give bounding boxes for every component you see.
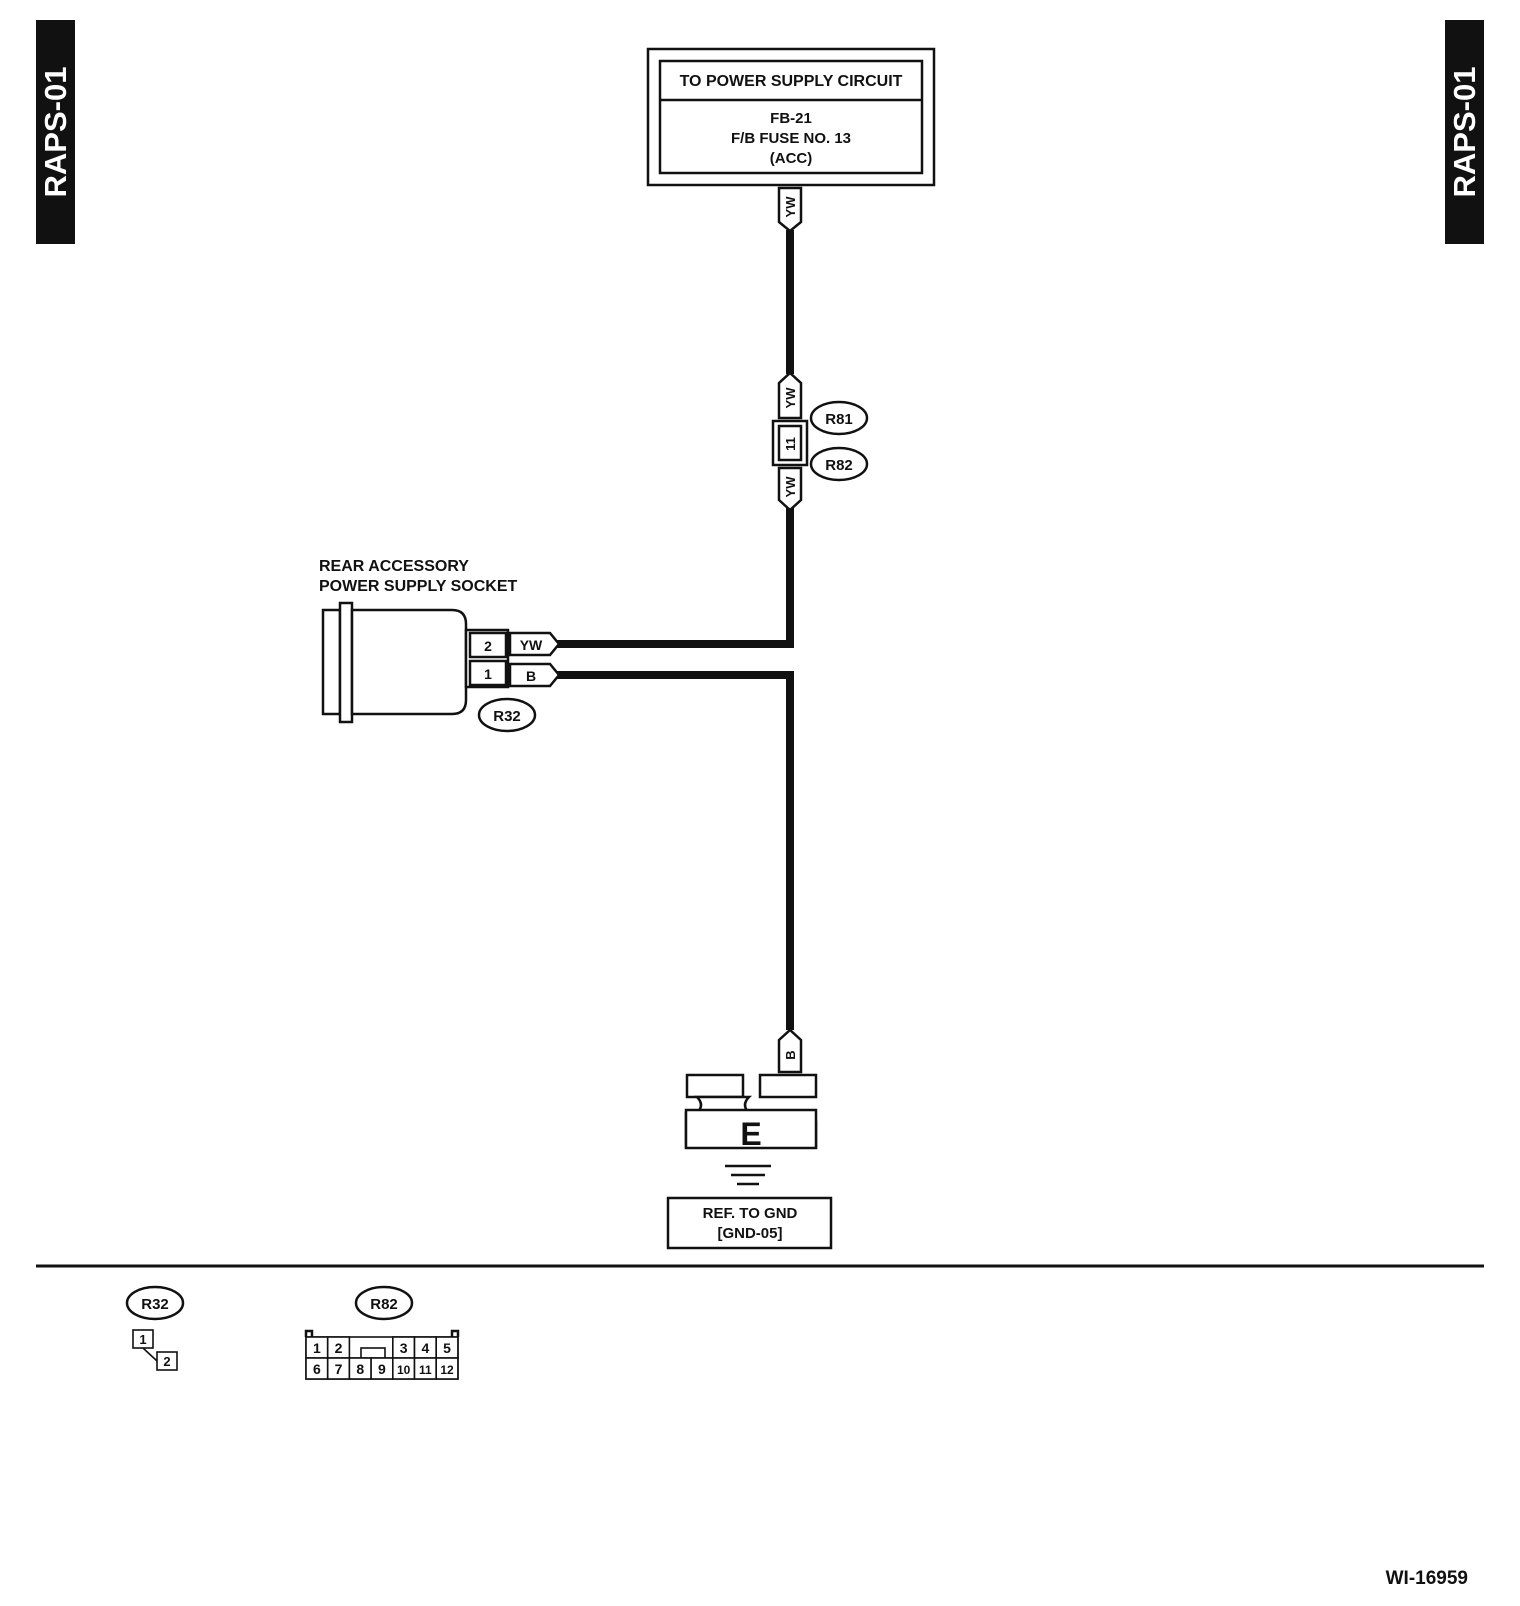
connector-badge-r81-label: R81 [825,411,853,428]
legend-r32-pin-1: 1 [139,1332,146,1347]
wire-tag-r81-label: YW [783,387,798,409]
wire-tag-r81: YW [777,371,803,420]
legend-r82-pin-11: 11 [419,1363,432,1377]
legend-r82-pin-1: 1 [313,1340,321,1356]
wire-tag-ground: B [777,1028,803,1074]
legend-r82-pin-5: 5 [443,1340,451,1356]
wire-tag-socket-yw-label: YW [520,637,543,653]
socket-label-line1: REAR ACCESSORY [319,558,469,575]
legend-r82-pin-3: 3 [400,1340,408,1356]
wire-tag-socket-b: B [508,662,561,688]
connector-badge-r81: R81 [809,400,869,436]
wire-tag-socket-b-label: B [526,668,536,684]
joint-connector-pin: 11 [783,437,798,451]
legend-r82-pin-6: 6 [313,1361,321,1377]
ground-reference-box: REF. TO GND [GND-05] [666,1196,833,1250]
socket-pin-1: 1 [484,666,492,682]
legend-r82-pin-10: 10 [397,1363,411,1377]
wire-runs [557,230,794,1030]
legend-r82-label: R82 [370,1296,398,1313]
legend-r82-cell [435,1357,459,1380]
ground-reference-line1: REF. TO GND [703,1205,798,1222]
rear-accessory-socket: REAR ACCESSORY POWER SUPPLY SOCKET 2 1 [319,558,517,724]
legend-r32-pin-2: 2 [163,1354,170,1369]
legend-r82-pin-9: 9 [378,1361,386,1377]
wire-tag-top-label: YW [783,196,798,218]
ground-terminal-letter: E [740,1116,761,1152]
figure-id: WI-16959 [1386,1568,1468,1589]
socket-label-line2: POWER SUPPLY SOCKET [319,578,517,595]
connector-badge-r32-label: R32 [493,708,521,725]
legend-r82-pin-4: 4 [421,1340,429,1356]
connector-badge-r32: R32 [477,697,537,733]
wire-tag-r82-label: YW [783,476,798,498]
wire-tag-ground-label: B [783,1050,798,1059]
power-supply-box: TO POWER SUPPLY CIRCUIT FB-21 F/B FUSE N… [646,47,936,187]
legend-r82-pin-8: 8 [356,1361,364,1377]
right-side-tab: RAPS-01 [1445,20,1484,244]
connector-badge-r82-label: R82 [825,457,853,474]
left-side-tab-label: RAPS-01 [38,67,73,198]
wire-tag-socket-yw: YW [508,631,561,657]
legend-r32-label: R32 [141,1296,169,1313]
joint-connector-r81-r82: 11 [771,419,809,467]
legend-r82-pin-2: 2 [335,1340,343,1356]
legend-r32: R32 1 2 [125,1285,185,1371]
power-supply-fuse-mode: (ACC) [770,150,813,167]
power-supply-box-title: TO POWER SUPPLY CIRCUIT [680,73,903,90]
wire-tag-r82: YW [777,466,803,512]
power-supply-fuse-number: F/B FUSE NO. 13 [731,130,851,147]
socket-pin-2: 2 [484,638,492,654]
legend-r82-pin-7: 7 [335,1361,343,1377]
ground-terminal: E [684,1073,818,1186]
ground-reference-line2: [GND-05] [717,1225,782,1242]
right-side-tab-label: RAPS-01 [1447,67,1482,198]
wire-tag-top: YW [777,186,803,233]
power-supply-fuse-block: FB-21 [770,110,812,127]
left-side-tab: RAPS-01 [36,20,75,244]
legend-r82-pin-12: 12 [440,1363,454,1377]
connector-badge-r82: R82 [809,446,869,482]
